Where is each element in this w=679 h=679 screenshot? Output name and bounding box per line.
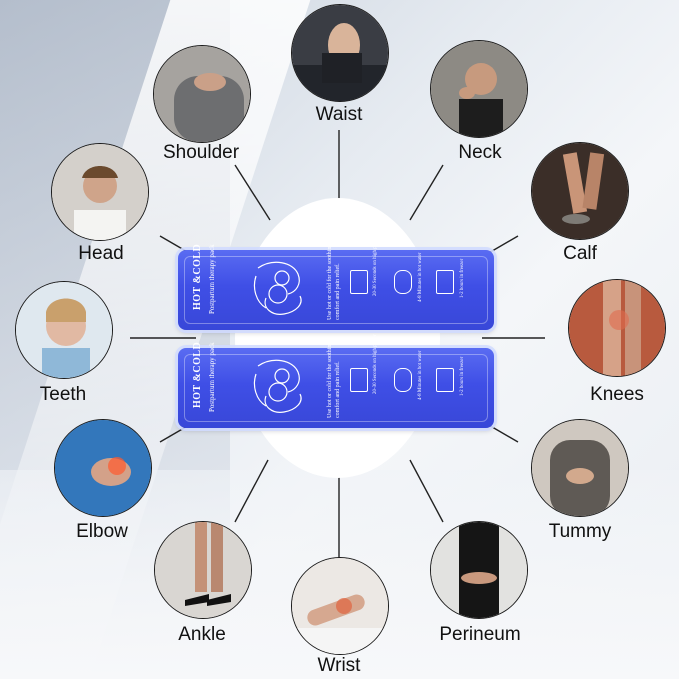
photo-waist bbox=[291, 4, 389, 102]
connector-perineum bbox=[409, 459, 444, 523]
freezer-icon bbox=[436, 270, 454, 294]
mother-baby-icon bbox=[253, 359, 302, 413]
pack-description-line: Use hot or cold for the soothing bbox=[327, 341, 333, 418]
center-white-disc bbox=[235, 198, 440, 478]
microwave-icon bbox=[350, 270, 368, 294]
label-waist: Waist bbox=[315, 104, 363, 125]
label-elbow: Elbow bbox=[76, 521, 128, 542]
pack-description-line: comfort and pain relief. bbox=[335, 263, 341, 320]
connector-ankle bbox=[234, 459, 269, 523]
label-head: Head bbox=[78, 243, 124, 264]
pack-description-line: Use hot or cold for the soothing bbox=[327, 243, 333, 320]
connector-calf bbox=[486, 235, 519, 255]
connector-shoulder bbox=[234, 164, 271, 221]
pack-border bbox=[184, 256, 488, 324]
label-wrist: Wrist bbox=[317, 655, 361, 676]
freezer-caption: 1-2 hours in freezer bbox=[460, 258, 465, 298]
therapy-pack-top: HOT &COLD Postpartum therapy pack Use ho… bbox=[178, 236, 494, 330]
hot-water-icon bbox=[394, 270, 412, 294]
hot-water-caption: 4-8 Minutes in hot water bbox=[418, 350, 423, 400]
pack-description: Use hot or cold for the soothing comfort… bbox=[326, 342, 342, 418]
photo-wrist bbox=[291, 557, 389, 655]
hot-water-caption: 4-8 Minutes in hot water bbox=[418, 252, 423, 302]
label-perineum: Perineum bbox=[439, 624, 521, 645]
pack-description: Use hot or cold for the soothing comfort… bbox=[326, 244, 342, 320]
therapy-pack-bottom: HOT &COLD Postpartum therapy pack Use ho… bbox=[178, 334, 494, 428]
photo-head bbox=[51, 143, 149, 241]
mother-baby-icon bbox=[253, 261, 302, 315]
label-calf: Calf bbox=[563, 243, 597, 264]
label-ankle: Ankle bbox=[178, 624, 226, 645]
pack-brand: HOT &COLD bbox=[192, 243, 203, 310]
pack-brand: HOT &COLD bbox=[192, 341, 203, 408]
pack-description-line: comfort and pain relief. bbox=[335, 361, 341, 418]
photo-elbow bbox=[54, 419, 152, 517]
photo-ankle bbox=[154, 521, 252, 619]
connector-tummy bbox=[486, 423, 519, 443]
label-shoulder: Shoulder bbox=[162, 142, 240, 163]
photo-calf bbox=[531, 142, 629, 240]
microwave-caption: 20-30 Seconds on high power bbox=[373, 236, 378, 296]
photo-perineum bbox=[430, 521, 528, 619]
label-teeth: Teeth bbox=[39, 384, 87, 405]
microwave-icon bbox=[350, 368, 368, 392]
pack-subtitle: Postpartum therapy pack bbox=[208, 244, 216, 314]
label-knees: Knees bbox=[590, 384, 644, 405]
photo-neck bbox=[430, 40, 528, 138]
microwave-caption: 20-30 Seconds on high power bbox=[373, 334, 378, 394]
label-tummy: Tummy bbox=[548, 521, 612, 542]
photo-tummy bbox=[531, 419, 629, 517]
freezer-icon bbox=[436, 368, 454, 392]
freezer-caption: 1-2 hours in freezer bbox=[460, 356, 465, 396]
pack-subtitle: Postpartum therapy pack bbox=[208, 342, 216, 412]
pack-border bbox=[184, 354, 488, 422]
photo-shoulder bbox=[153, 45, 251, 143]
photo-knees bbox=[568, 279, 666, 377]
hot-water-icon bbox=[394, 368, 412, 392]
photo-teeth bbox=[15, 281, 113, 379]
connector-neck bbox=[409, 164, 444, 221]
label-neck: Neck bbox=[458, 142, 502, 163]
